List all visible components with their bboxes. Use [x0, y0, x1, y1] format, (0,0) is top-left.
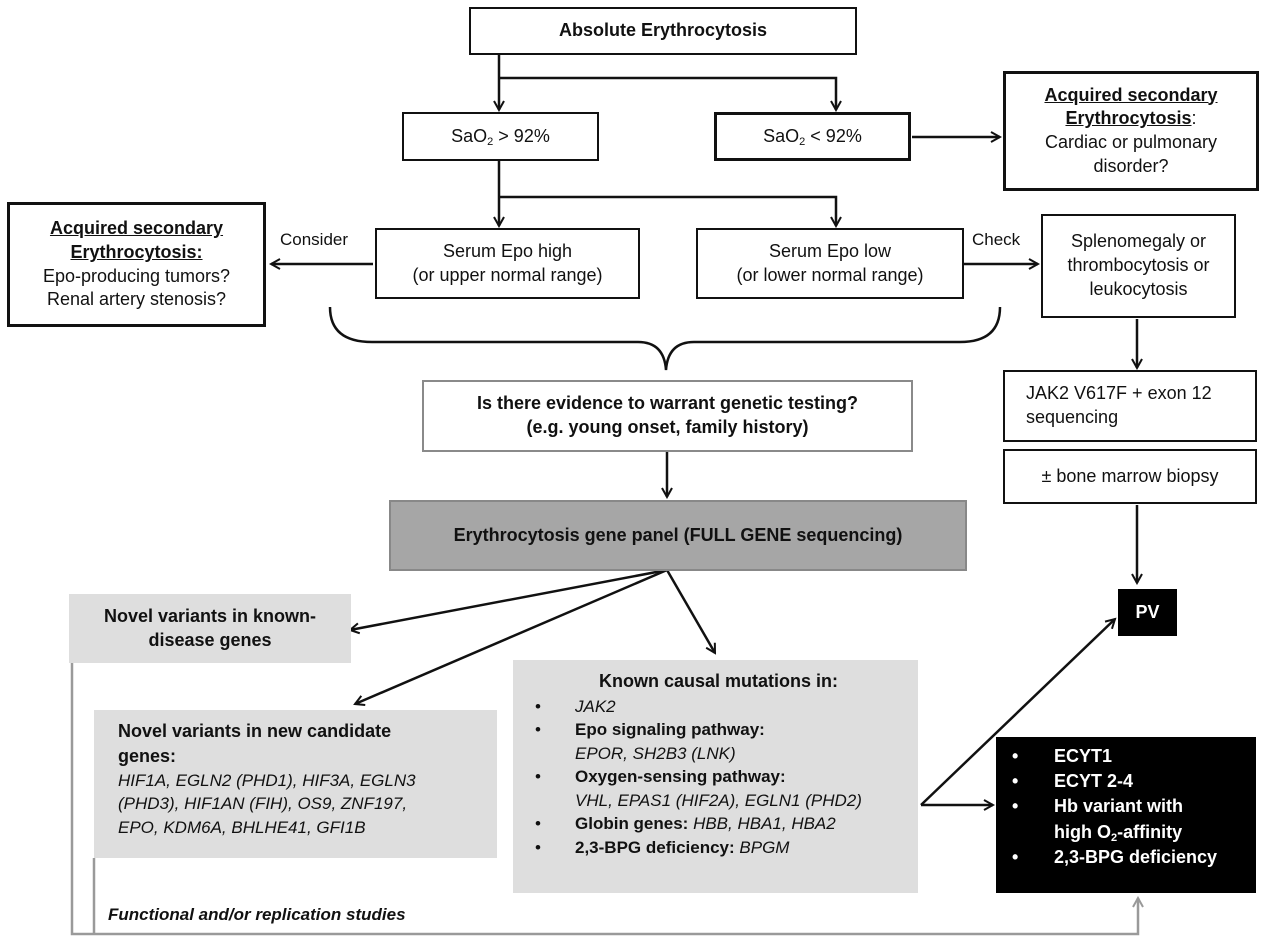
- ecyt-box: ECYT1 ECYT 2-4 Hb variant with high O2-a…: [996, 737, 1256, 893]
- arrow-known-causal-to-pv: [920, 619, 1115, 806]
- acquired-tumor-line-1: Epo-producing tumors?: [42, 265, 231, 286]
- jak2-sequencing-box: JAK2 V617F + exon 12 sequencing: [1003, 370, 1257, 442]
- serum-epo-low-box: Serum Epo low (or lower normal range): [696, 228, 964, 299]
- acquired-secondary-tumor-box: Acquired secondary Erythrocytosis: Epo-p…: [7, 202, 266, 327]
- serum-epo-high-line-1: Serum Epo high: [442, 240, 573, 261]
- novel-known-line-1: Novel variants in known-: [103, 605, 317, 626]
- acquired-tumor-title-1: Acquired secondary: [49, 218, 224, 238]
- novel-new-genes-1: HIF1A, EGLN2 (PHD1), HIF3A, EGLN3: [118, 770, 416, 790]
- absolute-erythrocytosis-box: Absolute Erythrocytosis: [469, 7, 857, 55]
- acquired-tumor-title-2: Erythrocytosis:: [70, 241, 203, 262]
- jak2-line-1: JAK2 V617F + exon 12: [1026, 383, 1212, 403]
- serum-epo-high-box: Serum Epo high (or upper normal range): [375, 228, 640, 299]
- splenomegaly-line-3: leukocytosis: [1089, 278, 1188, 299]
- known-causal-mutations-box: Known causal mutations in: JAK2 Epo sign…: [513, 660, 918, 893]
- ecyt-list: ECYT1 ECYT 2-4 Hb variant with high O2-a…: [1012, 744, 1246, 870]
- novel-new-genes-3: EPO, KDM6A, BHLHE41, GFI1B: [118, 817, 366, 837]
- acquired-pulmonary-line-2: disorder?: [1093, 155, 1169, 176]
- arrow-panel-to-novel-new: [355, 568, 668, 704]
- novel-known-line-2: disease genes: [148, 629, 272, 650]
- arrow-absolute-to-sao2-low: [499, 76, 836, 110]
- serum-epo-low-line-2: (or lower normal range): [736, 264, 924, 285]
- arrow-panel-to-novel-known: [350, 568, 668, 630]
- known-causal-item-jak2: JAK2: [535, 695, 902, 719]
- ecyt-item-4: 2,3-BPG deficiency: [1012, 845, 1246, 870]
- acquired-pulmonary-title-1: Acquired secondary: [1044, 84, 1218, 105]
- ecyt-item-2: ECYT 2-4: [1012, 769, 1246, 794]
- ecyt-item-3: Hb variant with high O2-affinity: [1012, 794, 1246, 844]
- sao2-high-label: SaO2 > 92%: [451, 125, 550, 148]
- genetic-testing-line-2: (e.g. young onset, family history): [526, 417, 809, 437]
- novel-new-title-1: Novel variants in new candidate: [118, 721, 392, 741]
- acquired-pulmonary-line-1: Cardiac or pulmonary: [1044, 132, 1218, 152]
- genetic-testing-question-box: Is there evidence to warrant genetic tes…: [422, 380, 913, 452]
- sao2-low-label: SaO2 < 92%: [763, 125, 862, 148]
- novel-variants-known-genes-box: Novel variants in known- disease genes: [69, 594, 351, 663]
- known-causal-item-oxygen: Oxygen-sensing pathway: VHL, EPAS1 (HIF2…: [535, 765, 902, 812]
- absolute-erythrocytosis-label: Absolute Erythrocytosis: [558, 20, 768, 41]
- bracket: [328, 306, 1002, 371]
- splenomegaly-line-2: thrombocytosis or: [1067, 255, 1210, 276]
- gene-panel-label: Erythrocytosis gene panel (FULL GENE seq…: [453, 524, 903, 545]
- functional-studies-label: Functional and/or replication studies: [108, 905, 406, 924]
- arrow-panel-to-known-causal: [665, 569, 717, 653]
- check-label: Check: [972, 230, 1021, 249]
- acquired-tumor-line-2: Renal artery stenosis?: [46, 289, 227, 310]
- jak2-line-2: sequencing: [1026, 406, 1119, 427]
- serum-epo-high-line-2: (or upper normal range): [412, 264, 603, 285]
- sao2-low-box: SaO2 < 92%: [714, 112, 911, 161]
- known-causal-list: JAK2 Epo signaling pathway: EPOR, SH2B3 …: [535, 695, 902, 860]
- known-causal-item-globin: Globin genes: HBB, HBA1, HBA2: [535, 812, 902, 836]
- acquired-pulmonary-title-2: Erythrocytosis:: [1065, 108, 1197, 129]
- acquired-secondary-pulmonary-box: Acquired secondary Erythrocytosis: Cardi…: [1003, 71, 1259, 191]
- arrow-sao2-high-to-epo-low: [499, 195, 836, 226]
- known-causal-item-epo: Epo signaling pathway: EPOR, SH2B3 (LNK): [535, 718, 902, 765]
- novel-new-genes-2: (PHD3), HIF1AN (FIH), OS9, ZNF197,: [118, 794, 408, 814]
- novel-variants-new-genes-box: Novel variants in new candidate genes: H…: [94, 710, 497, 858]
- known-causal-title: Known causal mutations in:: [598, 671, 839, 691]
- gene-panel-box: Erythrocytosis gene panel (FULL GENE seq…: [389, 500, 967, 571]
- splenomegaly-box: Splenomegaly or thrombocytosis or leukoc…: [1041, 214, 1236, 318]
- serum-epo-low-line-1: Serum Epo low: [768, 240, 892, 261]
- splenomegaly-line-1: Splenomegaly or: [1070, 231, 1207, 252]
- functional-line-outer: [70, 663, 1138, 936]
- pv-label: PV: [1135, 601, 1160, 622]
- pv-box: PV: [1118, 589, 1177, 636]
- sao2-high-box: SaO2 > 92%: [402, 112, 599, 161]
- genetic-testing-line-1: Is there evidence to warrant genetic tes…: [476, 393, 859, 414]
- ecyt-item-1: ECYT1: [1012, 744, 1246, 769]
- biopsy-label: ± bone marrow biopsy: [1041, 465, 1219, 486]
- consider-label: Consider: [280, 230, 349, 249]
- known-causal-item-bpg: 2,3-BPG deficiency: BPGM: [535, 836, 902, 860]
- bone-marrow-biopsy-box: ± bone marrow biopsy: [1003, 449, 1257, 504]
- novel-new-title-2: genes:: [118, 745, 177, 766]
